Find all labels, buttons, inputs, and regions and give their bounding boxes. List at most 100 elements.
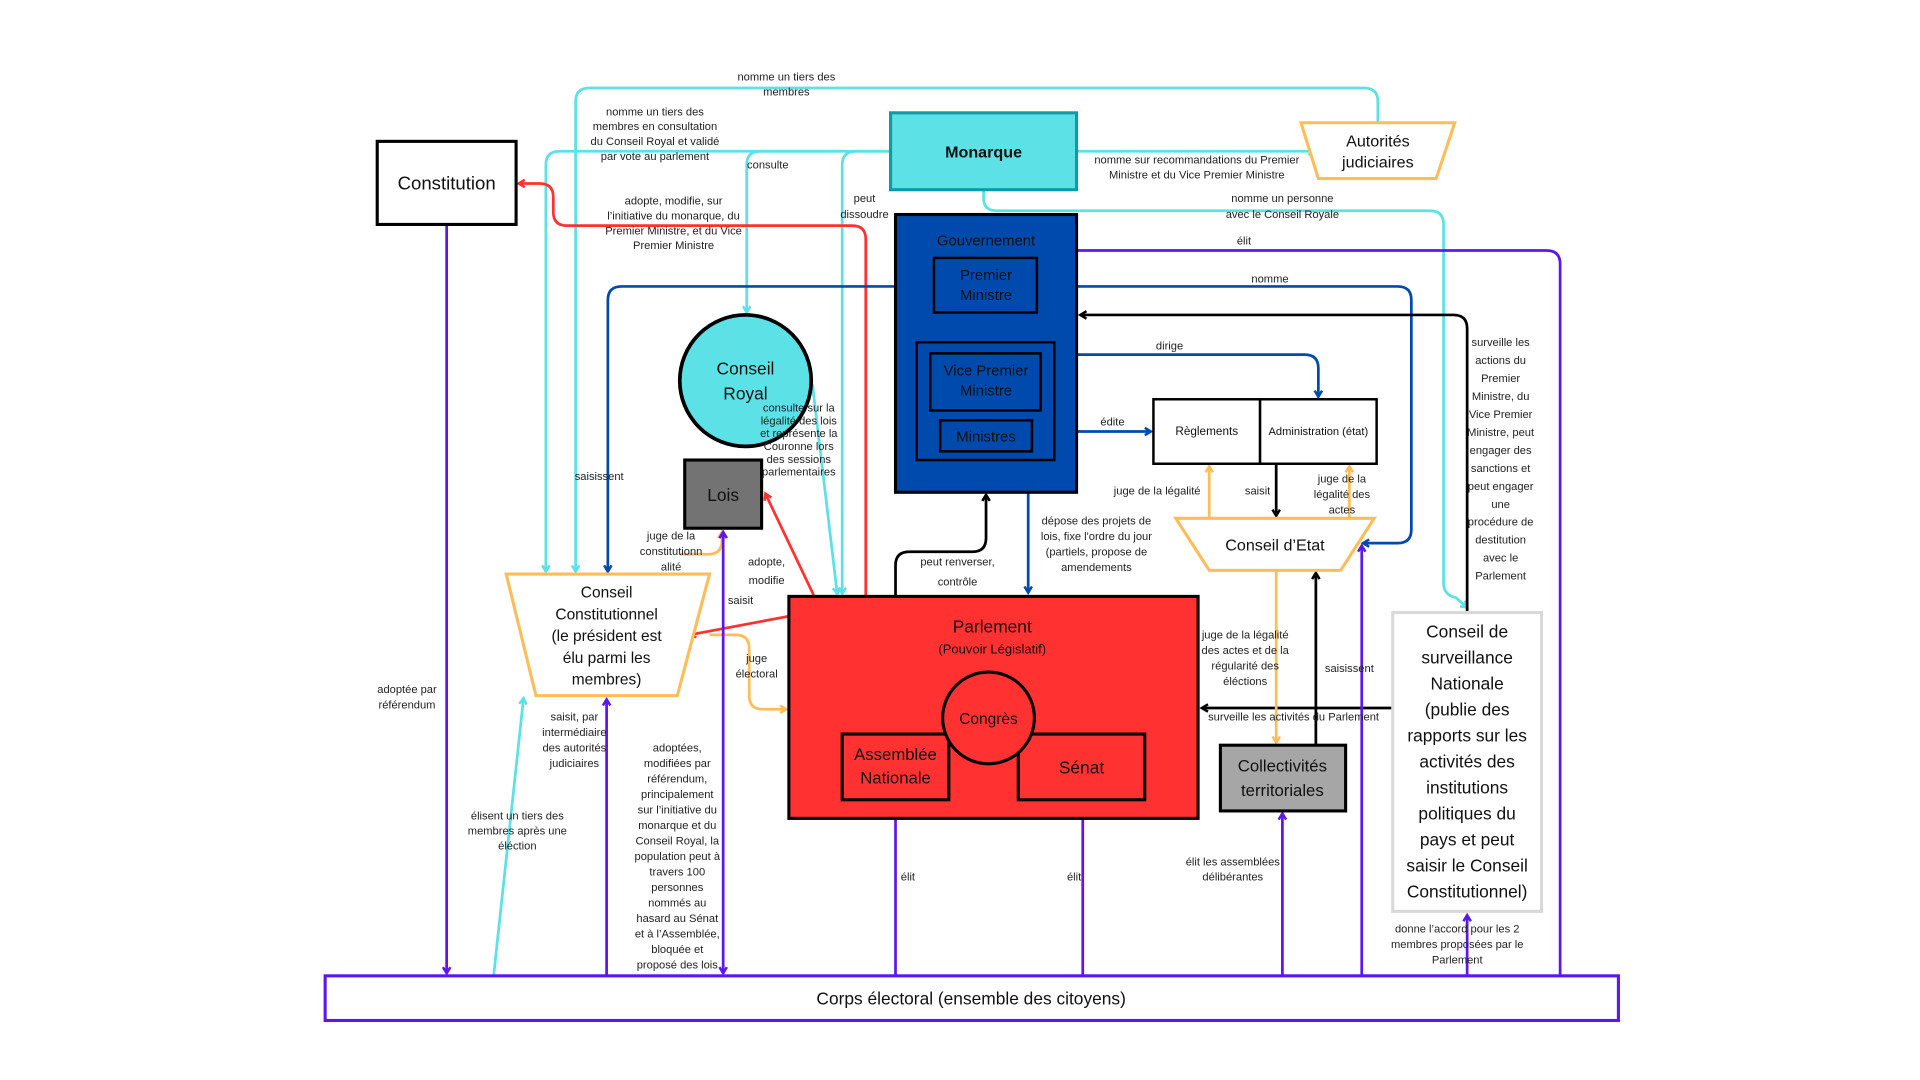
label-line: juge de la	[1317, 473, 1367, 485]
label-line: peut renverser,	[920, 556, 994, 568]
label-line: Royal	[723, 383, 767, 403]
label-line: sur l’initiative du	[638, 804, 717, 816]
label-line: avec le	[1483, 553, 1518, 565]
edge-gouvernement-conseil-etat-nomme	[1076, 285, 1413, 548]
edge-corps-conseil-constitutionnel	[492, 695, 528, 975]
label-line: principalement	[641, 789, 714, 801]
label-line: peut engager	[1468, 481, 1534, 493]
node-parlement[interactable]: Parlement (Pouvoir Législatif) Assemblée…	[787, 594, 1200, 820]
label-line: adopte, modifie, sur	[625, 196, 723, 208]
node-administration[interactable]: Administration (état)	[1258, 398, 1378, 465]
administration-label: Administration (état)	[1269, 426, 1369, 438]
label-line: travers 100	[649, 866, 705, 878]
label-line: nomme un personne	[1231, 193, 1333, 205]
label-line: amendements	[1061, 562, 1132, 574]
edge-autorites-conseil-constitutionnel	[570, 86, 1380, 575]
label-line: des sessions	[767, 454, 832, 466]
reglements-label: Règlements	[1175, 425, 1238, 438]
label-line: juge	[745, 653, 767, 665]
label-line: consulte sur la	[763, 403, 836, 415]
label-line: saisissent	[1325, 663, 1375, 675]
label-surveille-parlement: surveille les activités du Parlement	[1208, 711, 1380, 723]
label-line: nommés au	[648, 897, 706, 909]
label-saisit-conseil-etat: saisit	[1245, 486, 1271, 498]
node-senat[interactable]: Sénat	[1016, 732, 1147, 802]
label-line: Conseil	[581, 585, 633, 602]
label-line: Constitutionnel)	[1407, 882, 1528, 902]
label-line: monarque et du	[638, 820, 716, 832]
node-congres[interactable]: Congrès	[941, 670, 1036, 766]
label-line: consulte	[747, 160, 789, 172]
label-edite: édite	[1100, 416, 1124, 428]
label-line: avec le Conseil Royale	[1226, 209, 1339, 221]
label-line: Collectivités	[1238, 756, 1327, 775]
label-line: modifiées par	[644, 758, 711, 770]
corps-electoral-label: Corps électoral (ensemble des citoyens)	[816, 988, 1125, 1008]
label-line: Premier	[1481, 373, 1520, 385]
label-line: Assemblée	[854, 745, 937, 764]
label-consulte: consulte	[747, 160, 789, 172]
label-line: pays et peut	[1420, 830, 1515, 850]
node-constitution[interactable]: Constitution	[375, 139, 518, 226]
label-line: saisir le Conseil	[1406, 856, 1527, 876]
label-nomme: nomme	[1251, 274, 1288, 286]
label-line: parlementaires	[762, 467, 836, 479]
node-corps-electoral[interactable]: Corps électoral (ensemble des citoyens)	[323, 974, 1620, 1023]
label-line: Premier Ministre, et du Vice	[605, 225, 742, 237]
label-line: destitution	[1475, 535, 1526, 547]
label-line: une	[1491, 499, 1510, 511]
ministres-label: Ministres	[956, 429, 1015, 445]
label-line: Conseil	[717, 358, 775, 378]
node-reglements[interactable]: Règlements	[1152, 398, 1262, 465]
edge-parlement-lois	[763, 491, 815, 596]
label-line: et représente la	[760, 428, 838, 440]
edge-monarque-conseil-royal	[741, 149, 844, 315]
node-ministres[interactable]: Ministres	[938, 419, 1034, 453]
label-saisissent-collectivites: saisissent	[1325, 663, 1375, 675]
label-line: donne l’accord pour les 2	[1395, 923, 1519, 935]
label-line: référendum	[378, 700, 435, 712]
parlement-subtitle: (Pouvoir Législatif)	[938, 641, 1046, 656]
label-line: personnes	[651, 882, 703, 894]
label-line: des actes et de la	[1202, 645, 1290, 657]
label-line: proposé des lois	[637, 959, 719, 971]
label-line: (publie des	[1425, 699, 1510, 719]
label-line: adoptées,	[653, 742, 702, 754]
label-line: Autorités	[1346, 132, 1410, 150]
node-lois[interactable]: Lois	[683, 458, 764, 530]
label-line: saisit	[728, 595, 754, 607]
label-line: bloquée et	[651, 944, 704, 956]
node-conseil-etat[interactable]: Conseil d’Etat	[1172, 516, 1377, 572]
label-line: nomme un tiers des	[606, 106, 704, 118]
label-line: élit les assemblées	[1186, 856, 1281, 868]
node-monarque[interactable]: Monarque	[889, 111, 1079, 192]
label-line: l’initiative du monarque, du	[607, 210, 740, 222]
edge-monarque-conseil-constitutionnel	[541, 149, 891, 575]
label-line: actions du	[1475, 355, 1526, 367]
label-line: membres après une	[468, 825, 567, 837]
label-saisissent-gouvernement: saisissent	[575, 471, 625, 483]
label-line: nomme sur recommandations du Premier	[1094, 155, 1299, 167]
label-line: Premier Ministre	[633, 240, 714, 252]
